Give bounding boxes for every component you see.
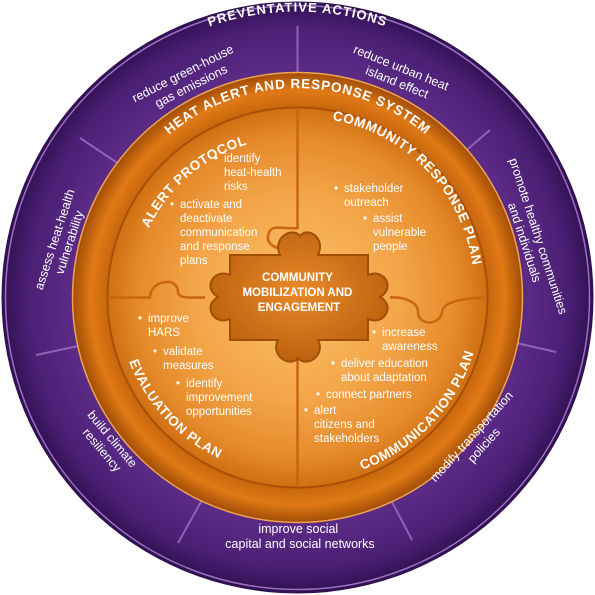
list-item: • increase awareness <box>372 327 438 353</box>
svg-text:improve social capital a: improve social capital and social networ… <box>225 522 374 551</box>
orange-band-edge <box>71 71 524 524</box>
center-puzzle-piece <box>209 231 389 363</box>
list-item: • activate and deactivate communication … <box>170 199 261 267</box>
outer-ring-edge <box>4 4 591 591</box>
action-social-capital: improve social capital and social networ… <box>225 522 374 551</box>
list-item: • stakeholder outreach <box>334 183 407 209</box>
segment-dividers <box>35 26 557 544</box>
inner-circle-edge <box>106 106 489 489</box>
list-item: • improve HARS <box>138 313 192 339</box>
list-item: • validate measures <box>153 346 214 372</box>
list-item: • identify heat-health risks <box>214 153 285 193</box>
list-item: • connect partners <box>316 389 412 401</box>
list-item: • assist vulnerable people <box>363 213 429 253</box>
evaluation-items: • improve HARS • validate measures • ide… <box>138 313 256 418</box>
community-response-items: • stakeholder outreach • assist vulnerab… <box>334 183 429 253</box>
list-item: • identify improvement opportunities <box>176 378 256 418</box>
center-label: COMMUNITY MOBILIZATION AND ENGAGEMENT <box>242 272 355 314</box>
communication-items: • increase awareness • deliver education… <box>304 327 438 445</box>
list-item: • deliver education about adaptation <box>331 358 431 384</box>
alert-protocol-items: • identify heat-health risks • activate … <box>170 153 285 267</box>
list-item: • alert citizens and stakeholders <box>304 405 379 445</box>
